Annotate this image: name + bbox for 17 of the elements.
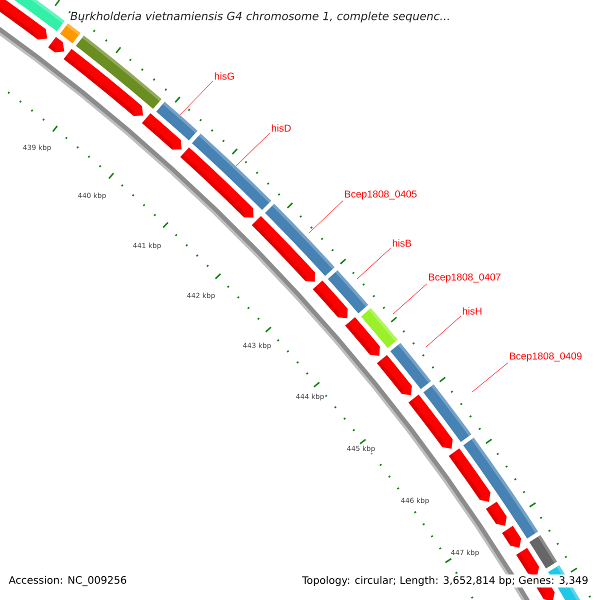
leader-line: [356, 248, 392, 280]
leader-line: [236, 132, 270, 166]
leader-line: [472, 362, 508, 392]
gene-label: hisD: [272, 124, 291, 132]
accession-text: Accession: NC_009256: [7, 574, 128, 588]
gene-label: hisH: [462, 307, 482, 315]
gene-label: Bcep1808_0405: [345, 190, 417, 200]
leader-line: [180, 80, 214, 116]
summary-text: Topology: circular; Length: 3,652,814 bp; Genes: 3,349: [300, 574, 590, 588]
gene-label: hisB: [392, 239, 412, 247]
title: Burkholderia vietnamiensis G4 chromosome 1, complete sequenc...: [70, 12, 449, 22]
leader-line: [392, 283, 428, 314]
leader-line: [308, 200, 344, 234]
leader-line: [426, 316, 462, 348]
gene-label: hisG: [214, 72, 234, 80]
gene-label: Bcep1808_0409: [510, 352, 582, 362]
gene-label: Bcep1808_0407: [429, 273, 501, 283]
